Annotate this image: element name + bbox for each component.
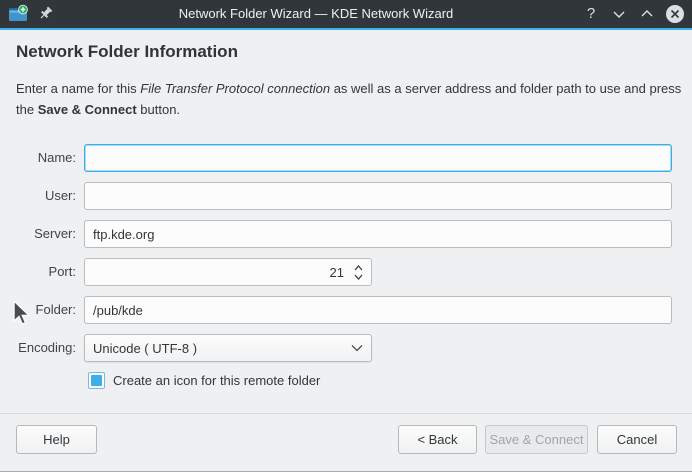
checkbox-check-mark — [91, 375, 102, 386]
maximize-button[interactable] — [638, 5, 656, 23]
create-icon-checkbox-row[interactable]: Create an icon for this remote folder — [88, 371, 320, 390]
user-input[interactable] — [84, 182, 672, 210]
intro-part2: as well as a server address and folder p… — [16, 81, 682, 117]
create-icon-checkbox[interactable] — [88, 372, 105, 389]
intro-part1: Enter a name for this — [16, 81, 141, 96]
encoding-label: Encoding: — [18, 340, 76, 355]
titlebar[interactable]: Network Folder Wizard — KDE Network Wiza… — [0, 0, 692, 28]
intro-save-connect-bold: Save & Connect — [37, 102, 137, 117]
cancel-button[interactable]: Cancel — [597, 425, 677, 454]
intro-protocol-italic: File Transfer Protocol connection — [140, 81, 331, 96]
user-label: User: — [44, 188, 76, 203]
name-label: Name: — [37, 150, 76, 165]
page-title: Network Folder Information — [16, 42, 238, 61]
close-button[interactable] — [666, 5, 684, 23]
server-label: Server: — [34, 226, 76, 241]
folder-input[interactable] — [84, 296, 672, 324]
create-icon-checkbox-label: Create an icon for this remote folder — [113, 373, 321, 388]
port-spin-buttons[interactable] — [348, 260, 368, 284]
titlebar-accent-line — [0, 28, 692, 30]
port-label: Port: — [48, 264, 76, 279]
encoding-selected-value: Unicode ( UTF-8 ) — [93, 340, 198, 356]
folder-label: Folder: — [35, 302, 76, 317]
footer-separator — [0, 413, 692, 414]
window-app-icon[interactable] — [8, 4, 28, 24]
port-spinner[interactable] — [84, 258, 372, 286]
intro-part3: button. — [136, 102, 181, 117]
pin-icon[interactable] — [38, 5, 54, 21]
help-button[interactable]: Help — [16, 425, 97, 454]
server-input[interactable] — [84, 220, 672, 248]
encoding-dropdown[interactable]: Unicode ( UTF-8 ) — [84, 334, 372, 362]
window-title: Network Folder Wizard — KDE Network Wiza… — [178, 6, 454, 21]
context-help-button[interactable]: ? — [586, 5, 596, 22]
minimize-button[interactable] — [610, 5, 628, 23]
save-connect-button[interactable]: Save & Connect — [485, 425, 588, 454]
spin-up-icon — [354, 264, 362, 270]
name-input[interactable] — [84, 144, 672, 172]
back-button[interactable]: < Back — [398, 425, 477, 454]
chevron-down-icon — [351, 345, 363, 352]
port-input[interactable] — [85, 264, 348, 280]
intro-text: Enter a name for this File Transfer Prot… — [16, 78, 690, 120]
spin-down-icon — [354, 274, 362, 280]
